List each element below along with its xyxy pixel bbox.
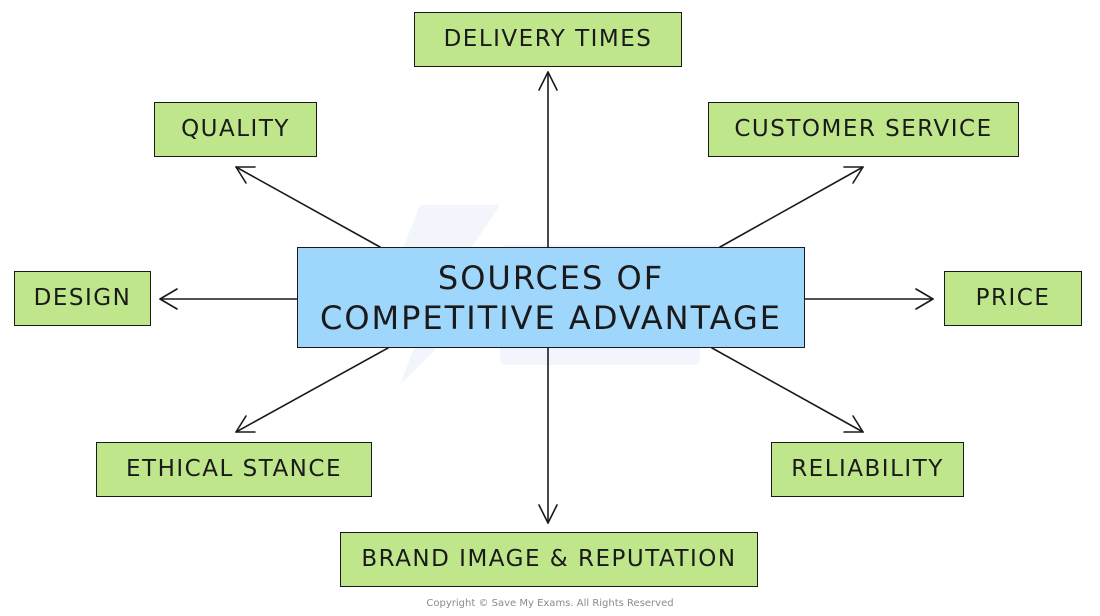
node-design-label: DESIGN [33,284,132,311]
node-customer-service: CUSTOMER SERVICE [708,102,1019,157]
node-delivery-times-label: DELIVERY TIMES [443,25,653,52]
arrow-customer-service [719,166,864,248]
center-box-sources-of-competitive-advantage: SOURCES OF COMPETITIVE ADVANTAGE [297,247,805,348]
node-price-label: PRICE [975,284,1051,311]
arrow-ethical-stance [235,347,389,433]
node-reliability-label: RELIABILITY [791,455,944,482]
node-reliability: RELIABILITY [771,442,964,497]
node-quality-label: QUALITY [181,115,290,142]
arrow-price [804,288,934,310]
arrow-brand-image [538,347,558,524]
node-quality: QUALITY [154,102,317,157]
node-brand-image-label: BRAND IMAGE & REPUTATION [361,545,737,572]
node-price: PRICE [944,271,1082,326]
node-ethical-stance: ETHICAL STANCE [96,442,372,497]
node-customer-service-label: CUSTOMER SERVICE [734,115,993,142]
center-title-line-2: COMPETITIVE ADVANTAGE [320,298,782,337]
arrow-quality [235,166,381,248]
center-title-line-1: SOURCES OF [437,258,665,297]
arrow-reliability [711,347,864,433]
node-design: DESIGN [14,271,151,326]
copyright-notice: Copyright © Save My Exams. All Rights Re… [426,598,674,609]
arrow-design [159,288,298,310]
node-delivery-times: DELIVERY TIMES [414,12,682,67]
node-brand-image-reputation: BRAND IMAGE & REPUTATION [340,532,758,587]
node-ethical-stance-label: ETHICAL STANCE [126,455,342,482]
arrow-delivery-times [538,71,558,248]
